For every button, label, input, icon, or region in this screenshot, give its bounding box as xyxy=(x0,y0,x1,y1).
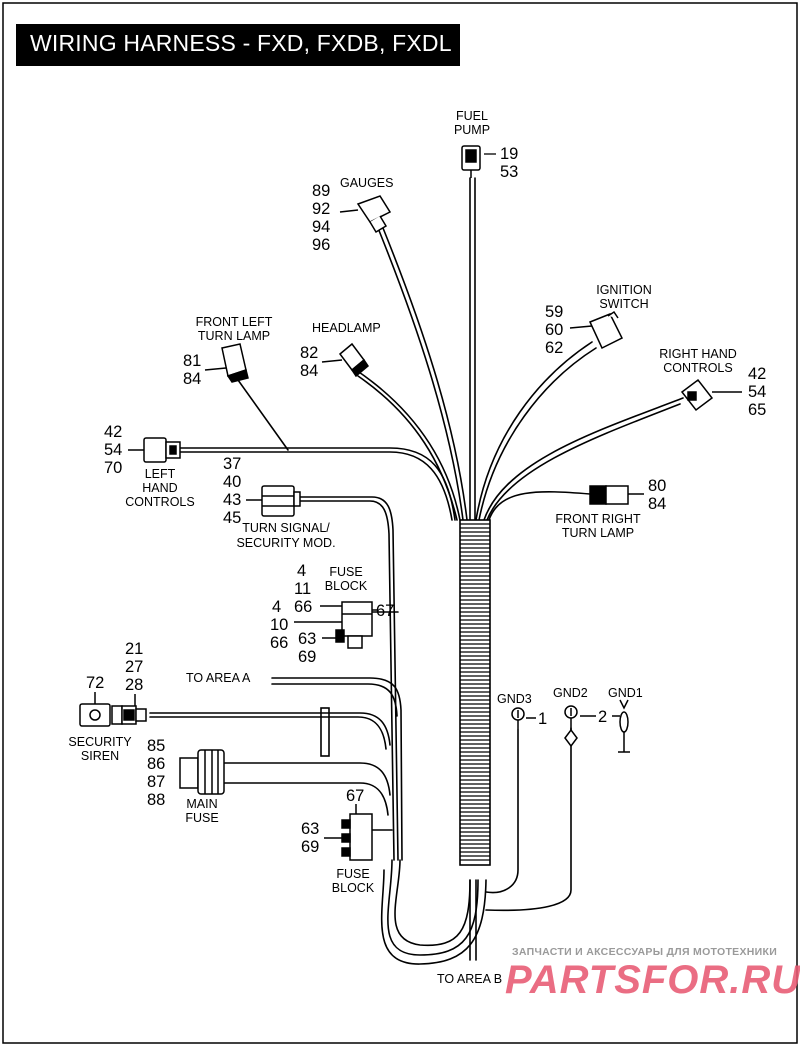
fuse-block-upper-ref: 69 xyxy=(298,648,316,666)
right-hand-controls-ref: 54 xyxy=(748,383,766,401)
right-hand-controls-label: RIGHT HAND xyxy=(659,347,737,361)
right-hand-controls-ref: 42 xyxy=(748,365,766,383)
fuse-block-upper-ref: 63 xyxy=(298,630,316,648)
left-hand-controls-ref: 42 xyxy=(104,423,122,441)
ground-terminals xyxy=(511,699,630,753)
main-fuse-label: FUSE xyxy=(185,811,218,825)
security-siren-ref: 27 xyxy=(125,658,143,676)
front-right-turn-lamp-ref: 84 xyxy=(648,495,666,513)
left-hand-controls-ref: 70 xyxy=(104,459,122,477)
right-hand-controls-label: CONTROLS xyxy=(663,361,732,375)
security-siren-connector xyxy=(79,692,147,727)
gauges-ref: 89 xyxy=(312,182,330,200)
front-left-turn-lamp-ref: 81 xyxy=(183,352,201,370)
headlamp-connector xyxy=(321,342,369,378)
harness-wires xyxy=(149,177,684,965)
gauges-label: GAUGES xyxy=(340,176,394,190)
security-siren-ref: 72 xyxy=(86,674,104,692)
fuse-block-lower-label: FUSE xyxy=(336,867,369,881)
turn-signal-module-ref: 37 xyxy=(223,455,241,473)
gauges-ref: 96 xyxy=(312,236,330,254)
headlamp-ref: 82 xyxy=(300,344,318,362)
fuse-block-upper-ref: 66 xyxy=(270,634,288,652)
gnd3-label: GND3 xyxy=(497,692,532,706)
turn-signal-module-ref: 45 xyxy=(223,509,241,527)
front-right-turn-lamp-connector xyxy=(589,485,644,505)
turn-signal-module-label: TURN SIGNAL/ xyxy=(242,521,330,535)
main-fuse-connector xyxy=(179,749,225,795)
fuel-pump-label: FUEL xyxy=(456,109,488,123)
front-right-turn-lamp-label: TURN LAMP xyxy=(562,526,634,540)
front-left-turn-lamp-ref: 84 xyxy=(183,370,201,388)
right-hand-controls-connector xyxy=(680,378,742,412)
left-hand-controls-label: HAND xyxy=(142,481,177,495)
gauges-ref: 92 xyxy=(312,200,330,218)
harness-conduit xyxy=(459,519,491,866)
fuel-pump-ref: 53 xyxy=(500,163,518,181)
front-right-turn-lamp-label: FRONT RIGHT xyxy=(555,512,641,526)
front-left-turn-lamp-label: TURN LAMP xyxy=(198,329,270,343)
fuse-block-lower-label: BLOCK xyxy=(332,881,375,895)
fuse-block-lower xyxy=(324,804,373,861)
security-siren-ref: 28 xyxy=(125,676,143,694)
security-siren-label: SECURITY xyxy=(68,735,132,749)
fuse-block-lower-ref: 63 xyxy=(301,820,319,838)
diagram-title: WIRING HARNESS - FXD, FXDB, FXDL xyxy=(30,30,452,56)
fuse-block-upper-ref: 11 xyxy=(294,580,311,598)
fuel-pump-ref: 19 xyxy=(500,145,518,163)
ignition-switch-ref: 60 xyxy=(545,321,563,339)
fuse-block-upper-ref: 67 xyxy=(376,602,394,620)
fuse-block-upper-ref: 10 xyxy=(270,616,288,634)
ignition-switch-connector xyxy=(569,310,624,350)
main-fuse-label: MAIN xyxy=(186,797,217,811)
fuse-block-upper-label: BLOCK xyxy=(325,579,368,593)
fuse-block-lower-ref: 67 xyxy=(346,787,364,805)
front-left-turn-lamp-connector xyxy=(204,343,249,383)
fuse-block-upper-ref: 4 xyxy=(297,562,306,580)
ignition-switch-label: SWITCH xyxy=(599,297,648,311)
ground-ref: 1 xyxy=(538,710,547,728)
security-siren-ref: 21 xyxy=(125,640,143,658)
main-fuse-ref: 85 xyxy=(147,737,165,755)
to-area-a-label: TO AREA A xyxy=(186,671,251,685)
gauges-connector xyxy=(339,195,392,234)
ignition-switch-label: IGNITION xyxy=(596,283,652,297)
security-siren-label: SIREN xyxy=(81,749,119,763)
ignition-switch-ref: 62 xyxy=(545,339,563,357)
to-area-b-label: TO AREA B xyxy=(437,972,502,986)
fuse-block-upper-label: FUSE xyxy=(329,565,362,579)
main-fuse-ref: 86 xyxy=(147,755,165,773)
watermark-caption: ЗАПЧАСТИ И АКСЕССУАРЫ ДЛЯ МОТОТЕХНИКИ xyxy=(512,946,778,958)
fuel-pump-label: PUMP xyxy=(454,123,490,137)
front-left-turn-lamp-label: FRONT LEFT xyxy=(196,315,273,329)
headlamp-ref: 84 xyxy=(300,362,318,380)
left-hand-controls-connector xyxy=(128,437,181,463)
turn-signal-module-label: SECURITY MOD. xyxy=(236,536,335,550)
gnd1-label: GND1 xyxy=(608,686,643,700)
turn-signal-module-connector xyxy=(246,485,301,517)
main-fuse-ref: 87 xyxy=(147,773,165,791)
title-bar: WIRING HARNESS - FXD, FXDB, FXDL xyxy=(16,24,460,66)
fuse-block-upper-ref: 4 xyxy=(272,598,281,616)
fuse-block-upper-ref: 66 xyxy=(294,598,312,616)
left-hand-controls-ref: 54 xyxy=(104,441,122,459)
turn-signal-module-ref: 40 xyxy=(223,473,241,491)
ground-ref: 2 xyxy=(598,708,607,726)
turn-signal-module-ref: 43 xyxy=(223,491,241,509)
front-right-turn-lamp-ref: 80 xyxy=(648,477,666,495)
watermark-logo: PARTSFOR.RU xyxy=(505,958,800,1002)
fuse-block-lower-ref: 69 xyxy=(301,838,319,856)
fuse-block-upper xyxy=(294,601,378,649)
gnd2-label: GND2 xyxy=(553,686,588,700)
fuel-pump-connector xyxy=(461,145,481,178)
headlamp-label: HEADLAMP xyxy=(312,321,381,335)
ignition-switch-ref: 59 xyxy=(545,303,563,321)
left-hand-controls-label: CONTROLS xyxy=(125,495,194,509)
gauges-ref: 94 xyxy=(312,218,330,236)
left-hand-controls-label: LEFT xyxy=(145,467,176,481)
right-hand-controls-ref: 65 xyxy=(748,401,766,419)
main-fuse-ref: 88 xyxy=(147,791,165,809)
